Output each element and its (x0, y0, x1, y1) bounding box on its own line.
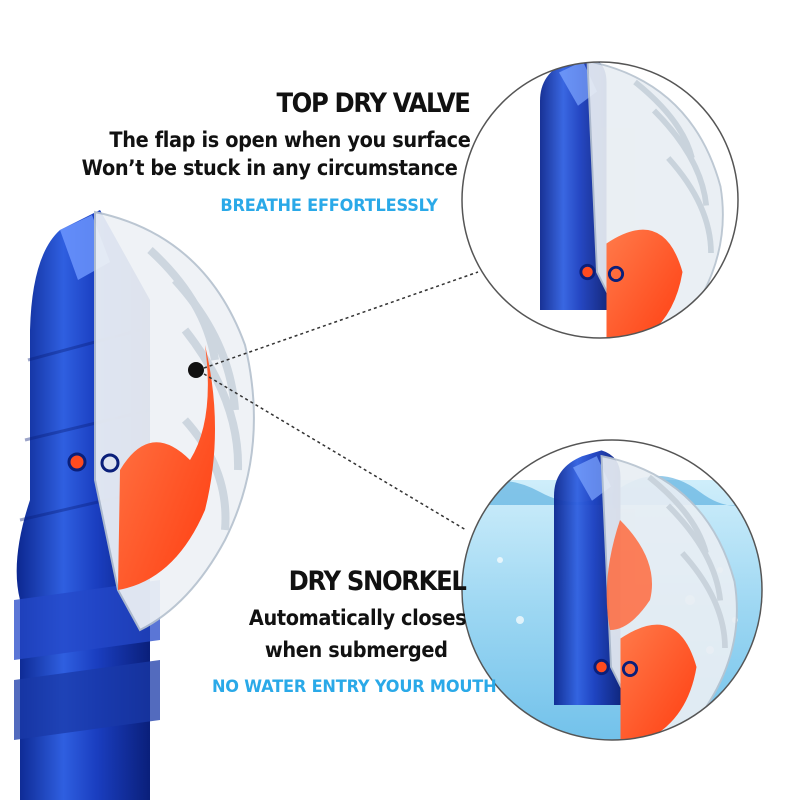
bottom-callout-line-1: Automatically closes (248, 606, 467, 630)
bottom-callout-accent: NO WATER ENTRY YOUR MOUTH (211, 677, 497, 697)
snorkel-main-image (14, 210, 255, 800)
bottom-callout-line-2: when submerged (265, 638, 448, 662)
callout-leader-lines (203, 271, 479, 531)
bottom-callout-title: DRY SNORKEL (289, 566, 467, 597)
top-callout-line-2: Won’t be stuck in any circumstance (82, 156, 458, 180)
top-callout-line-1: The flap is open when you surface (108, 128, 470, 152)
top-callout-title: TOP DRY VALVE (276, 88, 471, 119)
top-callout-accent: BREATHE EFFORTLESSLY (220, 196, 438, 216)
zoom-circle-open-valve (461, 61, 739, 339)
zoom-circle-submerged-valve (461, 439, 763, 741)
